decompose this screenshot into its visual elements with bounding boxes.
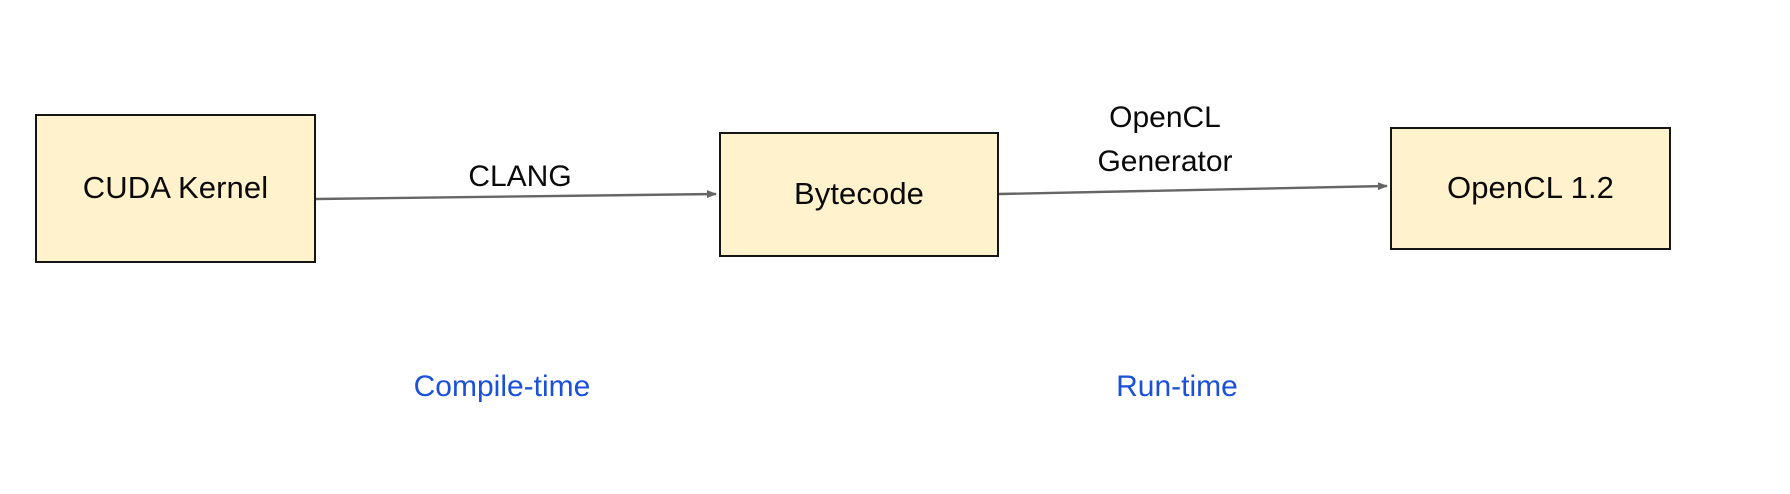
edge-bytecode-to-opencl [998,182,1388,196]
node-cuda-kernel[interactable]: CUDA Kernel [35,114,316,263]
edge-cuda-to-bytecode [315,190,717,201]
node-bytecode-label: Bytecode [793,176,925,212]
node-bytecode[interactable]: Bytecode [719,132,999,257]
phase-label-run-time: Run-time [1116,370,1238,403]
edge-label-opencl-generator: OpenCL Generator [1097,101,1233,178]
phase-label-compile-time: Compile-time [413,370,591,403]
node-opencl-1-2-label: OpenCL 1.2 [1446,170,1615,206]
node-opencl-1-2[interactable]: OpenCL 1.2 [1390,127,1671,250]
node-cuda-kernel-label: CUDA Kernel [82,170,269,206]
edge-label-clang: CLANG [468,160,572,193]
